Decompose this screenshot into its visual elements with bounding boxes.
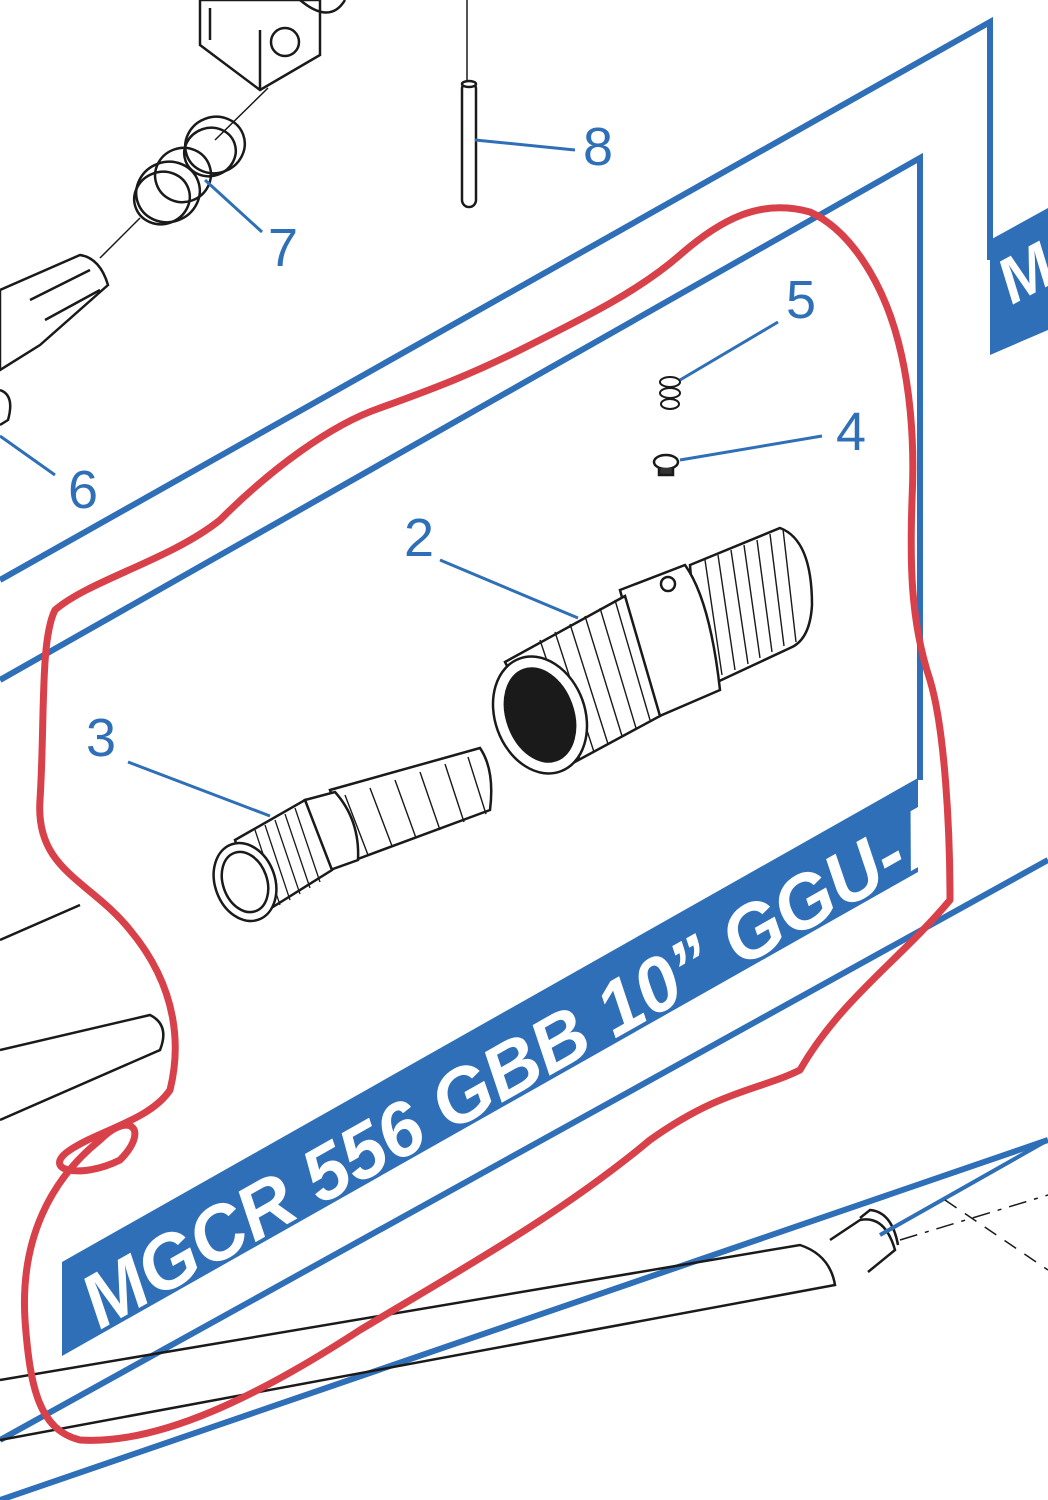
inner-frame-line <box>0 152 923 780</box>
callout-5: 5 <box>786 270 816 330</box>
callout-4: 4 <box>836 402 866 462</box>
bottom-frame-line <box>0 1137 1048 1500</box>
red-highlight-loop <box>20 204 954 1444</box>
part-7-orings <box>99 87 269 259</box>
blue-frame-lines <box>0 16 1048 1500</box>
part-5-spring <box>659 376 681 410</box>
main-banner: MGCR 556 GBB 10” GGU-A01 - C <box>62 682 1048 1356</box>
part-8-pin <box>460 0 478 209</box>
part-lower-left-outline <box>0 903 165 1122</box>
callout-6: 6 <box>68 460 98 520</box>
leader-lines <box>0 138 823 818</box>
main-banner-text: MGCR 556 GBB 10” GGU-A01 - C <box>67 682 1048 1345</box>
outer-frame-line <box>0 16 993 583</box>
callout-7: 7 <box>268 218 298 278</box>
part-4-detent <box>652 453 680 477</box>
callout-3: 3 <box>86 708 116 768</box>
part-lower-tube <box>0 1138 1048 1442</box>
part-3-inner-barrel <box>212 746 493 923</box>
line-art <box>0 0 1048 1442</box>
callout-8: 8 <box>583 117 613 177</box>
callout-2: 2 <box>404 508 434 568</box>
part-block-top <box>198 0 347 92</box>
leader-4 <box>679 434 823 462</box>
lower-frame-line <box>0 857 1048 1443</box>
leader-2 <box>439 558 579 620</box>
part-6-piston <box>0 253 110 427</box>
leader-5 <box>679 320 779 382</box>
right-banner: M <box>985 208 1048 355</box>
leader-7 <box>203 178 264 234</box>
leader-3 <box>127 760 271 818</box>
leader-8 <box>474 138 576 152</box>
callout-labels: 2 3 4 5 6 7 8 <box>68 117 866 768</box>
part-2-barrel <box>491 526 814 775</box>
leader-6 <box>0 434 56 477</box>
